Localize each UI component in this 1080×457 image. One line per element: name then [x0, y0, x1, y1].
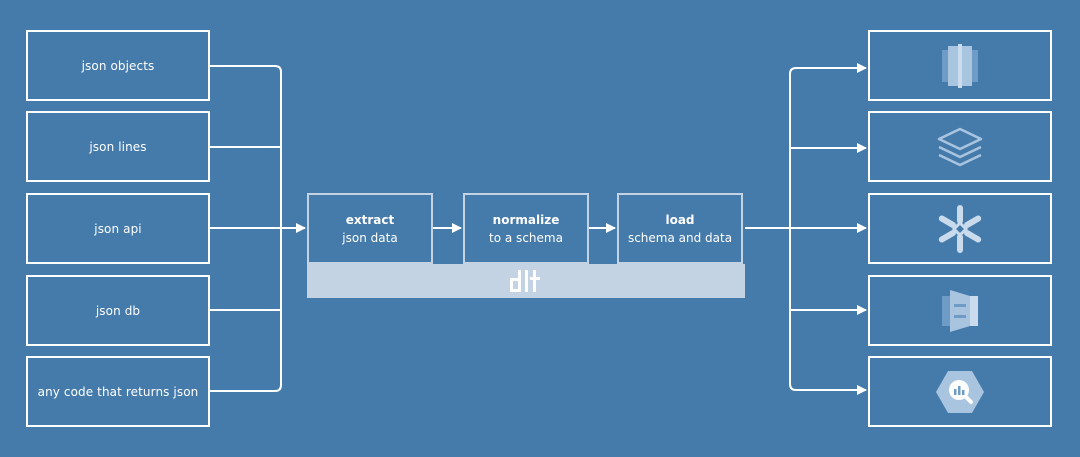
- stage-subtitle: to a schema: [489, 230, 563, 245]
- destination-box: [868, 111, 1052, 182]
- source-box: json api: [26, 193, 210, 264]
- redshift-icon: [936, 42, 984, 90]
- stage-subtitle: schema and data: [627, 230, 733, 245]
- destination-box: [868, 275, 1052, 346]
- source-label: json api: [94, 221, 142, 236]
- layers-stack-icon: [935, 125, 985, 169]
- source-box: any code that returns json: [26, 356, 210, 427]
- stage-load: load schema and data: [617, 193, 743, 264]
- stage-subtitle: json data: [342, 230, 398, 245]
- destination-box: [868, 356, 1052, 427]
- destination-box: [868, 30, 1052, 101]
- source-label: json lines: [89, 139, 147, 154]
- stage-title: load: [665, 212, 695, 227]
- stage-title: extract: [345, 212, 395, 227]
- source-label: json db: [95, 303, 141, 318]
- data-warehouse-icon: [936, 286, 984, 336]
- source-box: json objects: [26, 30, 210, 101]
- source-label: any code that returns json: [37, 384, 199, 399]
- bigquery-icon: [934, 368, 986, 416]
- snowflake-icon: [935, 204, 985, 254]
- source-label: json objects: [81, 58, 155, 73]
- stage-title: normalize: [492, 212, 560, 227]
- stage-extract: extract json data: [307, 193, 433, 264]
- destination-box: [868, 193, 1052, 264]
- source-box: json lines: [26, 111, 210, 182]
- dlt-logo: [508, 268, 542, 294]
- stage-normalize: normalize to a schema: [463, 193, 589, 264]
- source-box: json db: [26, 275, 210, 346]
